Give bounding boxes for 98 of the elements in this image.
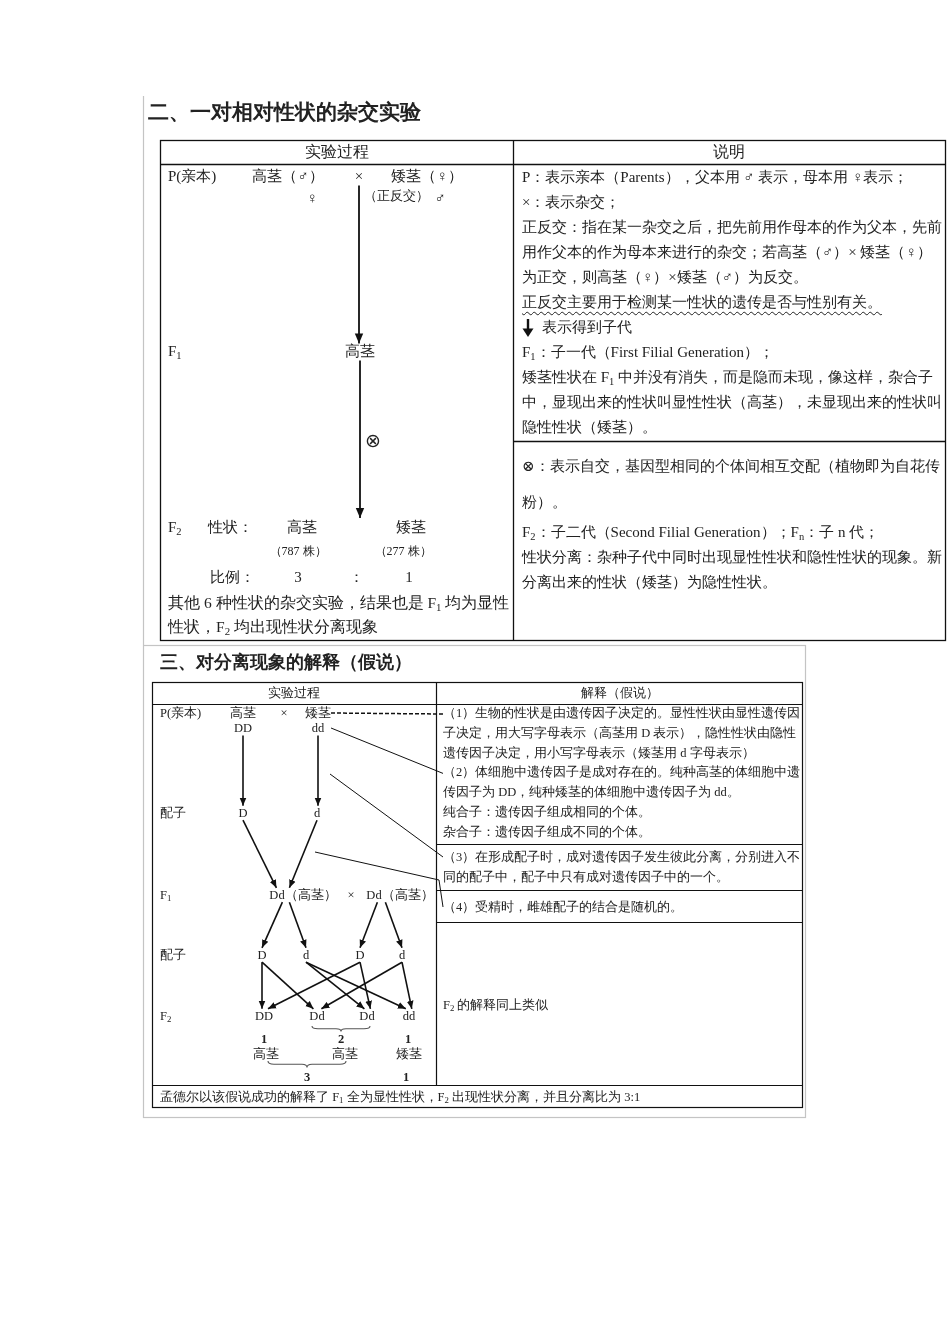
summary-text: 其他 6 种性状的杂交实验，结果也是 F$_{1}$ 均为显性性状，F$_{2}$ 均出现性状分离现象: [168, 593, 510, 639]
column-header: 实验过程: [305, 143, 369, 161]
phenotype-label: 高茎: [230, 705, 256, 721]
sex-symbol: ♀: [306, 190, 318, 208]
arrow: [261, 901, 284, 949]
explanation-text: P：表示亲本（Parents），父本用 ♂ 表示，母本用 ♀表示；: [522, 168, 910, 187]
genotype-label: dd: [402, 1008, 416, 1024]
section-heading: 二、一对相对性状的杂交实验: [148, 99, 421, 125]
row-label: 比例：: [210, 569, 255, 587]
explanation-text: 表示得到子代: [542, 318, 632, 337]
generation-label: F$_{2}$: [160, 1008, 172, 1024]
generation-label: P(亲本): [160, 705, 202, 721]
explanation-text: 矮茎性状在 F$_{1}$ 中并没有消失，而是隐而未现，像这样，杂合子中，显现出来的性状叫显性性状（高茎），未显现出来的性状叫隐性性状（矮茎）。: [522, 368, 942, 437]
leader-line: [329, 773, 444, 858]
cross-sign: ×: [354, 168, 364, 186]
explanation-text: ⊗：表示自交，基因型相同的个体间相互交配（植物即为自花传粉）。: [522, 457, 941, 512]
explanation-text: 纯合子：遗传因子组成相同的个体。: [443, 804, 652, 821]
phenotype-label: 高茎: [345, 343, 375, 361]
explanation-text: （2）体细胞中遗传因子是成对存在的。纯种高茎的体细胞中遗传因子为 DD，纯种矮茎的体细胞中遗传因子为 dd。: [443, 763, 801, 803]
cross-sign: ×: [280, 705, 288, 721]
gamete-label: d: [398, 947, 406, 963]
count-label: （277 株）: [374, 545, 432, 559]
note-text: （正反交）: [363, 188, 429, 204]
gamete-label: d: [313, 805, 321, 821]
ratio-value: 1: [402, 1069, 410, 1085]
phenotype-label: 矮茎: [305, 705, 331, 721]
column-header: 解释（假说）: [581, 685, 659, 701]
phenotype-label: 高茎: [253, 1046, 279, 1061]
phenotype-label: 矮茎: [396, 519, 426, 537]
phenotype-label: 高茎: [287, 519, 317, 537]
sex-symbol: ♂: [434, 190, 446, 208]
explanation-text: （4）受精时，雌雄配子的结合是随机的。: [443, 897, 801, 917]
explanation-text: （3）在形成配子时，成对遗传因子发生彼此分离，分别进入不同的配子中，配子中只有成对遗传因子中的一个。: [443, 847, 801, 887]
genotype-label: dd: [310, 720, 326, 736]
genotype-label: DD: [232, 720, 254, 736]
ratio-value: 3: [294, 569, 302, 587]
column-header: 实验过程: [268, 685, 320, 701]
ratio-value: 3: [303, 1069, 311, 1085]
arrow: [261, 961, 315, 1010]
parent-label: 高茎（♂）: [252, 168, 324, 186]
genotype-label: Dd: [359, 1008, 375, 1024]
genotype-label: DD: [254, 1008, 274, 1024]
column-header: 说明: [713, 143, 745, 161]
arrow: [314, 734, 322, 807]
arrow: [359, 961, 372, 1010]
generation-label: F$_{2}$: [168, 519, 182, 537]
count-label: （787 株）: [269, 545, 327, 559]
arrow: [384, 901, 403, 949]
explanation-text: 杂合子：遗传因子组成不同的个体。: [443, 823, 652, 841]
genotype-label: Dd（高茎）: [269, 887, 337, 903]
explanation-text: 性状分离：杂种子代中同时出现显性性状和隐性性状的现象。新分离出来的性状（矮茎）为隐性性状。: [522, 548, 942, 592]
explanation-text: （1）生物的性状是由遗传因子决定的。显性性状由显性遗传因子决定，用大写字母表示（高茎用 D 表示），隐性性状由隐性遗传因子决定，用小写字母表示（矮茎用 d 字母表示）: [443, 704, 801, 764]
ratio-value: 1: [405, 569, 413, 587]
arrow: [258, 961, 266, 1010]
row-label: 性状：: [208, 519, 253, 537]
row-label: 配子: [160, 947, 186, 963]
gamete-label: D: [355, 947, 365, 963]
section-heading: 三、对分离现象的解释（假说）: [160, 651, 412, 673]
parent-label: 矮茎（♀）: [391, 168, 463, 186]
arrow: [401, 961, 414, 1010]
genotype-label: Dd: [309, 1008, 325, 1024]
arrow: [359, 901, 379, 949]
arrow: [267, 961, 361, 1010]
explanation-text: F$_{1}$：子一代（First Filial Generation）；: [522, 343, 775, 364]
arrow: [242, 819, 278, 889]
leader-line: [330, 727, 444, 774]
genotype-label: Dd（高茎）: [366, 887, 434, 903]
arrow: [305, 961, 407, 1010]
arrow: [288, 901, 307, 949]
row-label: 配子: [160, 805, 186, 821]
explanation-text: F$_{2}$：子二代（Second Filial Generation）；F$_{n}$：子 n 代；: [522, 523, 881, 544]
edge-label: ⊗: [365, 430, 381, 450]
generation-label: F$_{1}$: [160, 887, 172, 903]
leader-line: [314, 851, 444, 908]
explanation-text: 正反交主要用于检测某一性状的遗传是否与性别有关。: [522, 293, 883, 312]
explanation-text: 正反交：指在某一杂交之后，把先前用作母本的作为父本，先前用作父本的作为母本来进行的杂交；若高茎（♂）× 矮茎（♀）为正交，则高茎（♀）×矮茎（♂）为反交。: [522, 218, 942, 287]
arrow: [288, 819, 318, 889]
gamete-label: D: [257, 947, 267, 963]
generation-label: F$_{1}$: [168, 343, 182, 361]
gamete-label: D: [238, 805, 248, 821]
cross-sign: ×: [347, 887, 355, 903]
ratio-value: 1: [404, 1031, 412, 1047]
conclusion-text: 孟德尔以该假说成功的解释了 F$_{1}$ 全为显性性状，F$_{2}$ 出现性状分离，并且分离比为 3:1: [160, 1089, 641, 1105]
arrow: [354, 184, 364, 345]
arrow: [320, 961, 403, 1010]
generation-label: P(亲本): [168, 168, 217, 186]
gamete-label: d: [302, 947, 310, 963]
ratio-separator: ：: [348, 569, 364, 587]
arrow: [239, 734, 247, 807]
explanation-text: F$_{2}$ 的解释同上类似: [443, 997, 549, 1013]
arrow: [305, 961, 366, 1010]
explanation-text: ×：表示杂交；: [522, 193, 622, 212]
phenotype-label: 高茎: [332, 1046, 358, 1061]
ratio-value: 2: [337, 1031, 345, 1047]
phenotype-label: 矮茎: [396, 1046, 422, 1061]
ratio-value: 1: [260, 1031, 268, 1047]
arrow: [355, 359, 365, 519]
leader-line: [330, 712, 444, 715]
